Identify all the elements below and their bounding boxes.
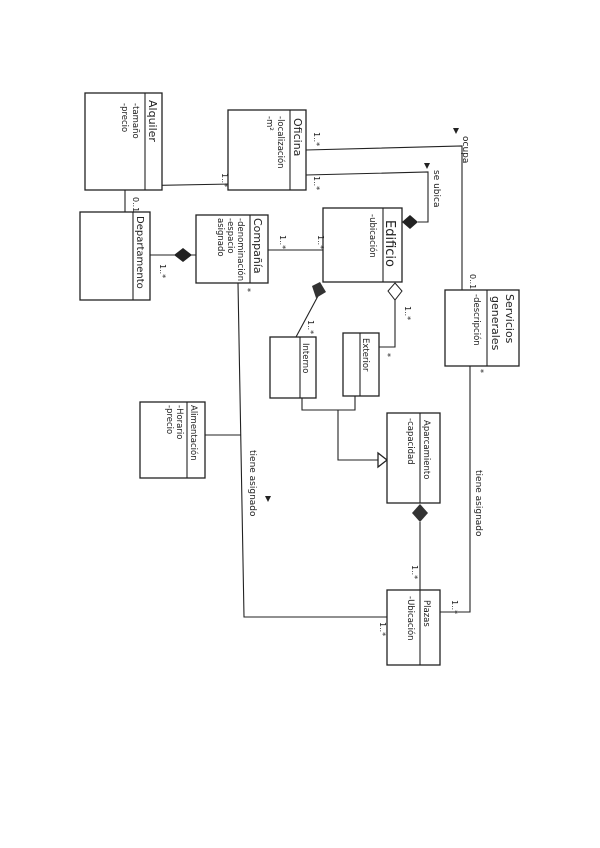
compania-plazas-link (237, 282, 387, 618)
association-label: ocupa (460, 136, 470, 163)
class-attr: -tamaño (130, 103, 140, 139)
composition-diamond-icon (312, 282, 326, 298)
multiplicity: 1..* (158, 264, 167, 278)
multiplicity: * (243, 288, 252, 292)
class-departamento[interactable]: Departamento (79, 211, 151, 301)
multiplicity: 0..1 (131, 197, 140, 212)
generalization-main (337, 410, 378, 461)
class-name: Aparcamiento (421, 420, 431, 479)
class-attr: -m² (264, 116, 274, 131)
connectors (124, 128, 471, 618)
association-label: tiene asignado (247, 450, 257, 517)
class-name: Compañía (251, 218, 264, 274)
class-name: Exterior (360, 338, 370, 372)
class-attr: -Ubicación (405, 596, 416, 641)
class-attr: -capacidad (405, 418, 415, 465)
class-name: Edificio (382, 220, 397, 267)
servicios-plazas-link (440, 366, 471, 613)
class-attr: -localización (275, 116, 286, 169)
edificio-exterior-link (379, 300, 396, 348)
multiplicity: 1..* (410, 565, 419, 579)
class-attr: -ubicación (367, 214, 378, 258)
class-compania[interactable]: Compañía -denominación -espacio asignado (195, 214, 269, 284)
class-name: Interno (300, 343, 310, 373)
se-ubica-link (305, 171, 429, 223)
class-attr: -descripción (471, 294, 482, 346)
class-alquiler[interactable]: Alquiler -tamaño -precio (84, 92, 163, 191)
class-name: Oficina (291, 118, 304, 156)
class-attr: -espacio (225, 218, 235, 254)
generalization-triangle-icon (377, 451, 389, 469)
class-attr: -Horario (174, 405, 184, 439)
edificio-interno-link (295, 295, 319, 338)
multiplicity: 1..* (312, 132, 321, 146)
multiplicity: 1..* (316, 235, 325, 249)
multiplicities: 1..* 1..* 1..* 0..1 1..* 1..* 1..* 0..1 … (131, 132, 485, 636)
multiplicity: 1..* (220, 173, 229, 187)
class-exterior[interactable]: Exterior (342, 332, 380, 397)
multiplicity: * (476, 369, 485, 373)
class-oficina[interactable]: Oficina -localización -m² (227, 109, 307, 191)
class-name: Servicios (503, 294, 516, 344)
class-attr: -precio (164, 405, 174, 434)
class-edificio[interactable]: Edificio -ubicación (322, 207, 403, 283)
class-interno[interactable]: Interno (269, 336, 317, 399)
composition-diamond-icon (402, 215, 418, 229)
class-name: Plazas (421, 600, 431, 627)
multiplicity: 0..1 (468, 274, 477, 289)
association-label: tiene asignado (473, 470, 483, 537)
ocupa-link (305, 145, 463, 290)
multiplicity: 1..* (378, 622, 387, 636)
class-attr: -denominación (235, 218, 246, 281)
composition-diamond-icon (412, 504, 428, 522)
multiplicity: 1..* (450, 600, 459, 614)
class-attr: -precio (119, 103, 129, 132)
association-label: se ubica (431, 170, 441, 207)
class-attr: asignado (215, 218, 225, 257)
multiplicity: 1..* (278, 235, 287, 249)
class-name: Alimentación (188, 405, 199, 461)
aggregation-diamond-icon (387, 282, 403, 301)
class-plazas[interactable]: Plazas -Ubicación (386, 589, 441, 666)
direction-arrow-icon (265, 496, 271, 502)
class-aparcamiento[interactable]: Aparcamiento -capacidad (386, 412, 441, 504)
direction-arrow-icon (453, 128, 459, 134)
class-name: Departamento (134, 216, 145, 289)
composition-diamond-icon (174, 248, 192, 262)
class-servicios-generales[interactable]: Servicios generales -descripción (444, 289, 520, 367)
class-name: Alquiler (146, 100, 159, 142)
class-alimentacion[interactable]: Alimentación -Horario -precio (139, 401, 206, 479)
direction-arrow-icon (424, 163, 430, 169)
multiplicity: 1..* (403, 306, 412, 320)
multiplicity: 1..* (312, 176, 321, 190)
multiplicity: 1..* (306, 320, 315, 334)
class-name: generales (489, 296, 502, 351)
generalization-link (301, 396, 356, 411)
multiplicity: * (383, 353, 392, 357)
